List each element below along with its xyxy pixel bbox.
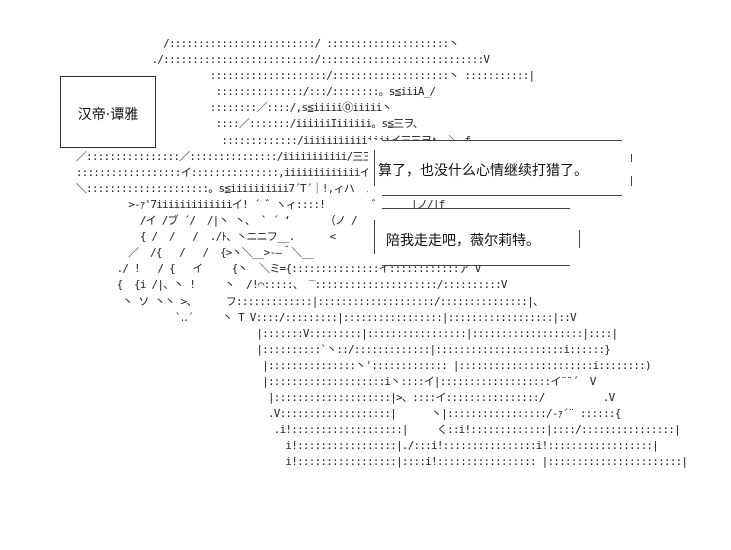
art-line: /イ /ブ ´/ /|丶 丶、 ` ´ ‘ （ノ / / |	[70, 214, 393, 228]
bubble-top-border	[382, 140, 622, 141]
speech-bubble-text: 陪我走走吧，薇尔莉特。	[386, 233, 540, 249]
art-line: |::::::::::`丶::/:::::::::::::|::::::::::…	[70, 342, 611, 356]
bubble-left-border	[374, 220, 375, 254]
art-line: `‥´ 丶 T V::::/:::::::::|::::::::::::::::…	[70, 310, 577, 324]
art-line: :::::::::::::::/:::/::::::::。s≦iiiA_/	[70, 85, 437, 99]
name-plate-label: 汉帝·谭雅	[77, 107, 139, 123]
art-line: |::::::::::::::::::::i丶::::イ|:::::::::::…	[70, 374, 596, 388]
art-line: { / / / ./ﾄ、丶ニニフ__. <	[70, 230, 365, 244]
art-line: 丶 ソ 丶丶 >、 フ:::::::::::::|:::::::::::::::…	[70, 294, 544, 308]
speech-bubble-1: 算了，也没什么心情继续打猎了。	[368, 140, 636, 196]
speech-bubble-text: 算了，也没什么心情继续打猎了。	[378, 163, 588, 179]
art-line: |::::::::::::::::::::|>、::::イ:::::::::::…	[70, 391, 615, 405]
art-line: i!:::::::::::::::::|./:::i!:::::::::::::…	[70, 439, 659, 453]
art-line: /:::::::::::::::::::::::::/ ::::::::::::…	[70, 37, 459, 50]
art-line: ::::／:::::::/iiiiiiIiiiiii。s≦三ヲ、	[70, 117, 424, 131]
art-line: ／ /{ / / {>丶＼__>‐―＾＼__	[70, 246, 314, 260]
art-line: .i!:::::::::::::::::::| く::i!:::::::::::…	[70, 423, 681, 437]
art-line: .V:::::::::::::::::::| 丶|:::::::::::::::…	[70, 407, 621, 421]
bubble-bottom-border	[382, 195, 622, 196]
bubble-bottom-border	[382, 265, 570, 266]
art-line: { {i /|、丶 ! 丶 /!⌒:::::、 ‾:::::::::::::::…	[70, 278, 508, 292]
art-line: ::::::::::::::::::::/:::::::::::::::::::…	[70, 69, 535, 83]
art-line: |:::::::V:::::::::|:::::::::::::::::|:::…	[70, 326, 618, 340]
bubble-right-border-top	[631, 154, 632, 162]
bubble-right-border-bottom	[631, 176, 632, 186]
bubble-right-border	[579, 230, 580, 248]
art-line: |:::::::::::::::丶'::::::::::::: |:::::::…	[70, 358, 651, 372]
art-line: ::::::::／::::/,s≦iiiii⓪iiiii丶	[70, 101, 393, 115]
speech-bubble-2: 陪我走走吧，薇尔莉特。	[368, 208, 584, 266]
art-line: ./::::::::::::::::::::::::::/:::::::::::…	[70, 53, 491, 67]
art-line: >‐ｧ'7iiiiiiiiiiiiiイ! ´ ゛ヽィ::::! ゛ |ノ/|f	[70, 197, 445, 211]
art-line: i!:::::::::::::::::|::::i!::::::::::::::…	[70, 455, 688, 469]
bubble-left-border	[374, 150, 375, 186]
name-plate: 汉帝·谭雅	[60, 76, 156, 148]
bubble-top-border	[382, 208, 570, 209]
